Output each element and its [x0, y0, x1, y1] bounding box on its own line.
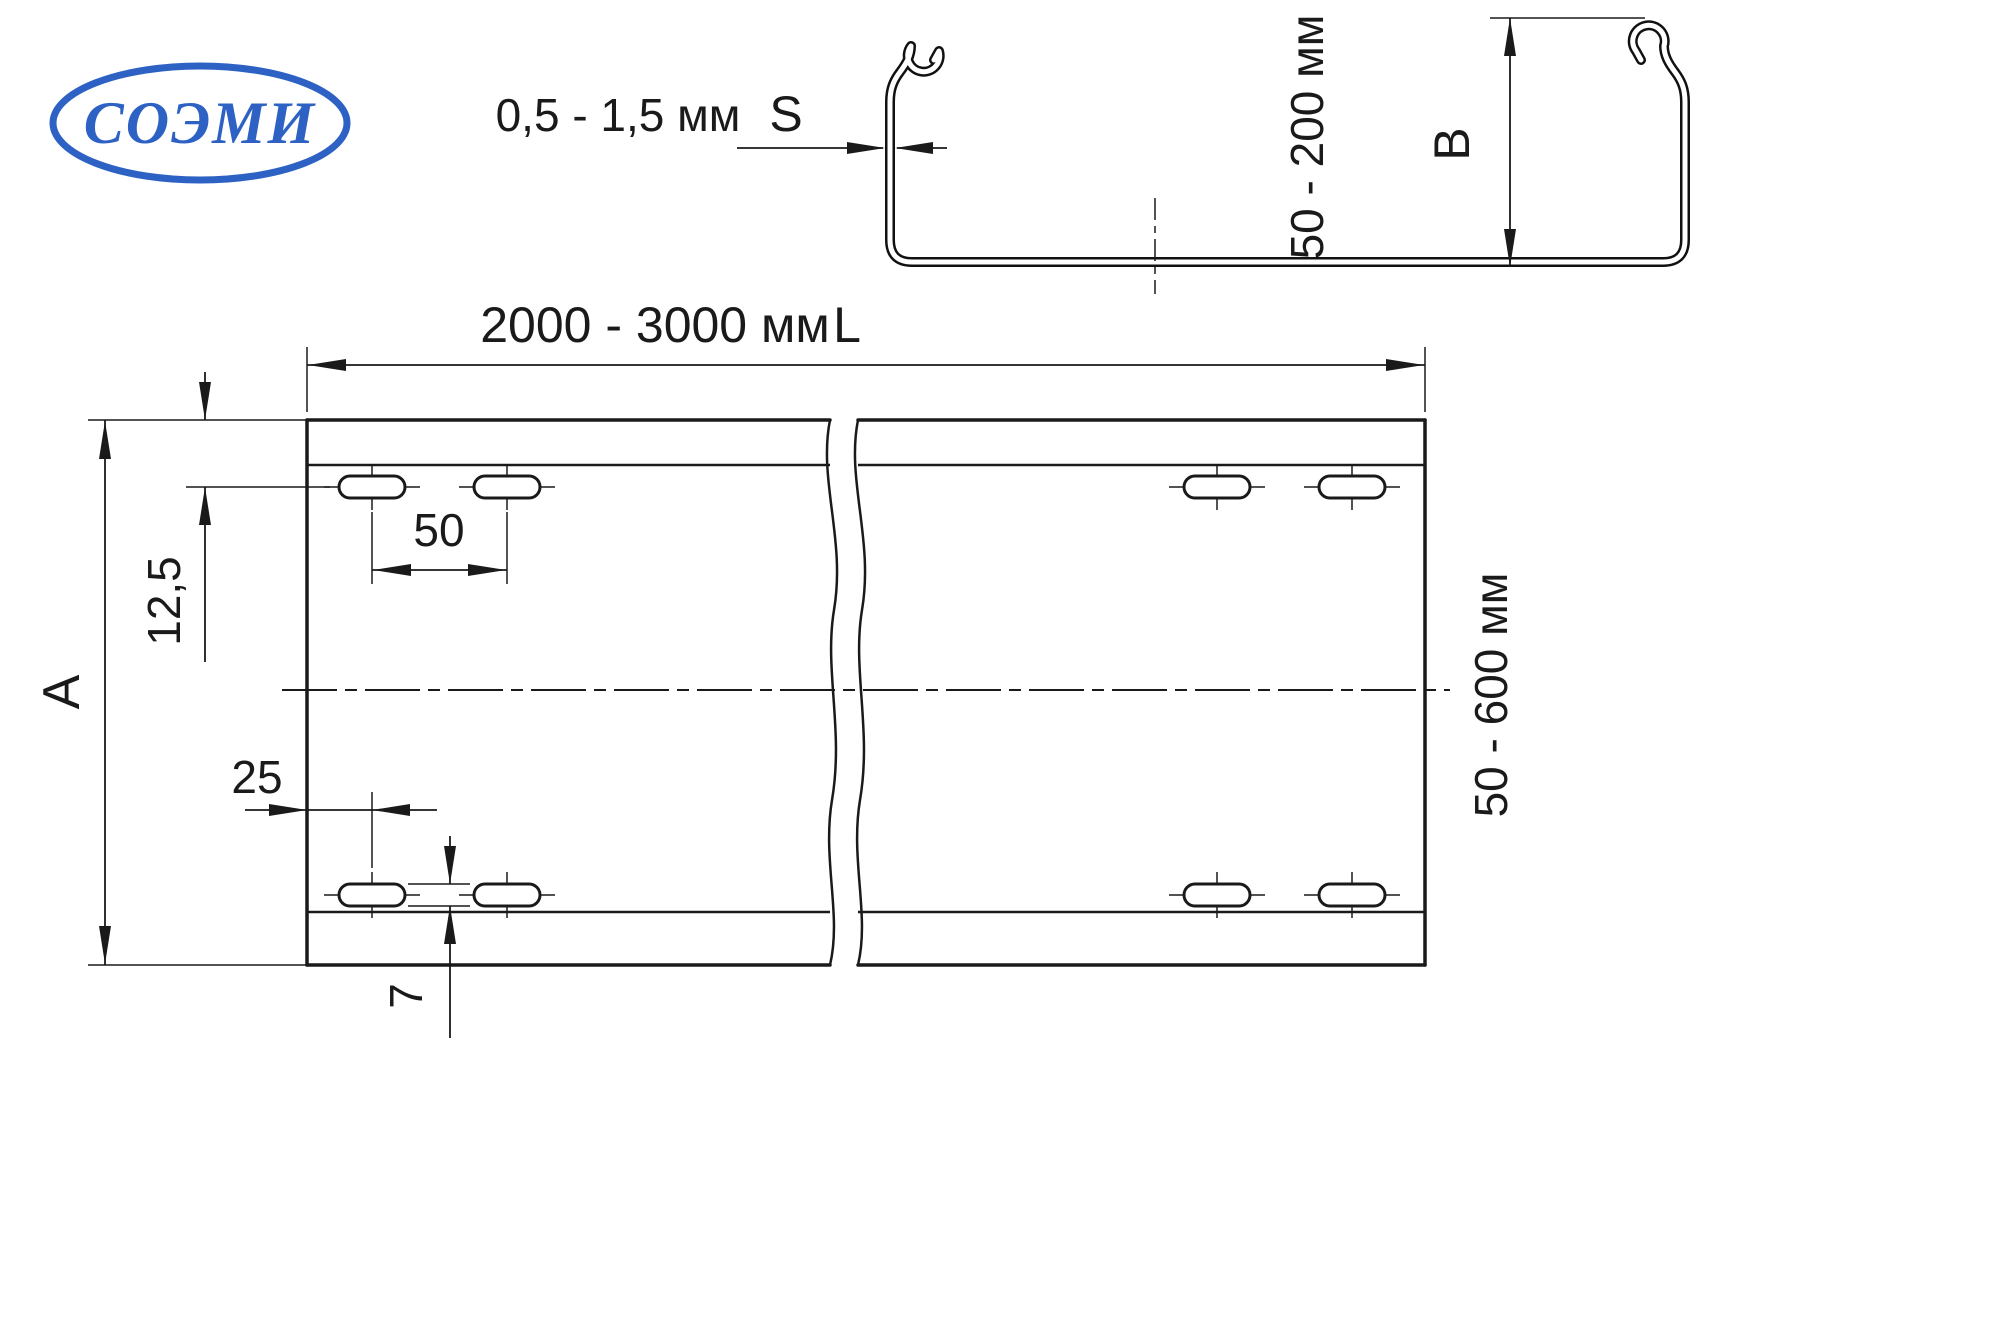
width-value-label: 50 - 600 мм: [1465, 573, 1517, 818]
arrowhead: [199, 487, 211, 525]
arrowhead: [99, 926, 111, 964]
end-to-hole-dimension: 25: [231, 751, 437, 868]
hole-width-dimension: 7: [380, 836, 470, 1038]
arrowhead: [847, 142, 885, 154]
slot: [324, 464, 420, 510]
slot: [459, 872, 555, 918]
slot-hole: [337, 474, 407, 500]
logo: СОЭМИ: [49, 62, 351, 184]
slot: [1304, 464, 1400, 510]
break-line: [825, 419, 839, 966]
slot-hole: [1317, 882, 1387, 908]
thickness-value-label: 0,5 - 1,5 мм: [496, 89, 741, 141]
width-dimension: A: [33, 419, 307, 966]
arrowhead: [468, 564, 506, 576]
height-dimension: 50 - 200 мм B: [1281, 15, 1645, 267]
plan-view: 2000 - 3000 мм L A 12,5: [33, 297, 1517, 1038]
arrowhead: [373, 564, 411, 576]
width-symbol-label: A: [33, 674, 91, 709]
arrowhead: [99, 421, 111, 459]
length-symbol-label: L: [833, 297, 861, 353]
arrowhead: [1386, 359, 1424, 371]
arrowhead: [444, 906, 456, 944]
thickness-symbol-label: S: [769, 86, 802, 142]
slot-hole: [1317, 474, 1387, 500]
channel-profile-inner: [887, 22, 1688, 265]
thickness-dimension: 0,5 - 1,5 мм S: [496, 86, 947, 154]
slot: [1169, 464, 1265, 510]
edge-to-holes-dimension: 12,5: [138, 372, 330, 662]
length-value-label: 2000 - 3000 мм: [480, 297, 830, 353]
arrowhead: [308, 359, 346, 371]
slot: [1169, 872, 1265, 918]
end-to-hole-label: 25: [231, 751, 282, 803]
arrowhead: [269, 804, 307, 816]
slot-hole: [337, 882, 407, 908]
slot-hole: [472, 882, 542, 908]
slot: [459, 464, 555, 510]
slot: [324, 872, 420, 918]
arrowhead: [199, 382, 211, 420]
slot-hole: [472, 474, 542, 500]
hole-spacing-label: 50: [413, 504, 464, 556]
hole-width-label: 7: [380, 983, 432, 1009]
break-line: [853, 419, 867, 966]
edge-to-holes-label: 12,5: [138, 556, 190, 646]
height-symbol-label: B: [1424, 127, 1480, 160]
section-view: 0,5 - 1,5 мм S 50 - 200 мм B: [496, 15, 1690, 294]
hole-spacing-dimension: 50: [371, 504, 508, 584]
slot-hole: [1182, 882, 1252, 908]
arrowhead: [1504, 18, 1516, 56]
arrowhead: [1504, 229, 1516, 267]
logo-text: СОЭМИ: [84, 90, 317, 156]
arrowhead: [372, 804, 410, 816]
height-value-label: 50 - 200 мм: [1281, 15, 1333, 260]
arrowhead: [444, 846, 456, 884]
slot: [1304, 872, 1400, 918]
slot-hole: [1182, 474, 1252, 500]
logo-ellipse: [49, 62, 351, 184]
arrowhead: [895, 142, 933, 154]
length-dimension: 2000 - 3000 мм L: [306, 297, 1426, 412]
